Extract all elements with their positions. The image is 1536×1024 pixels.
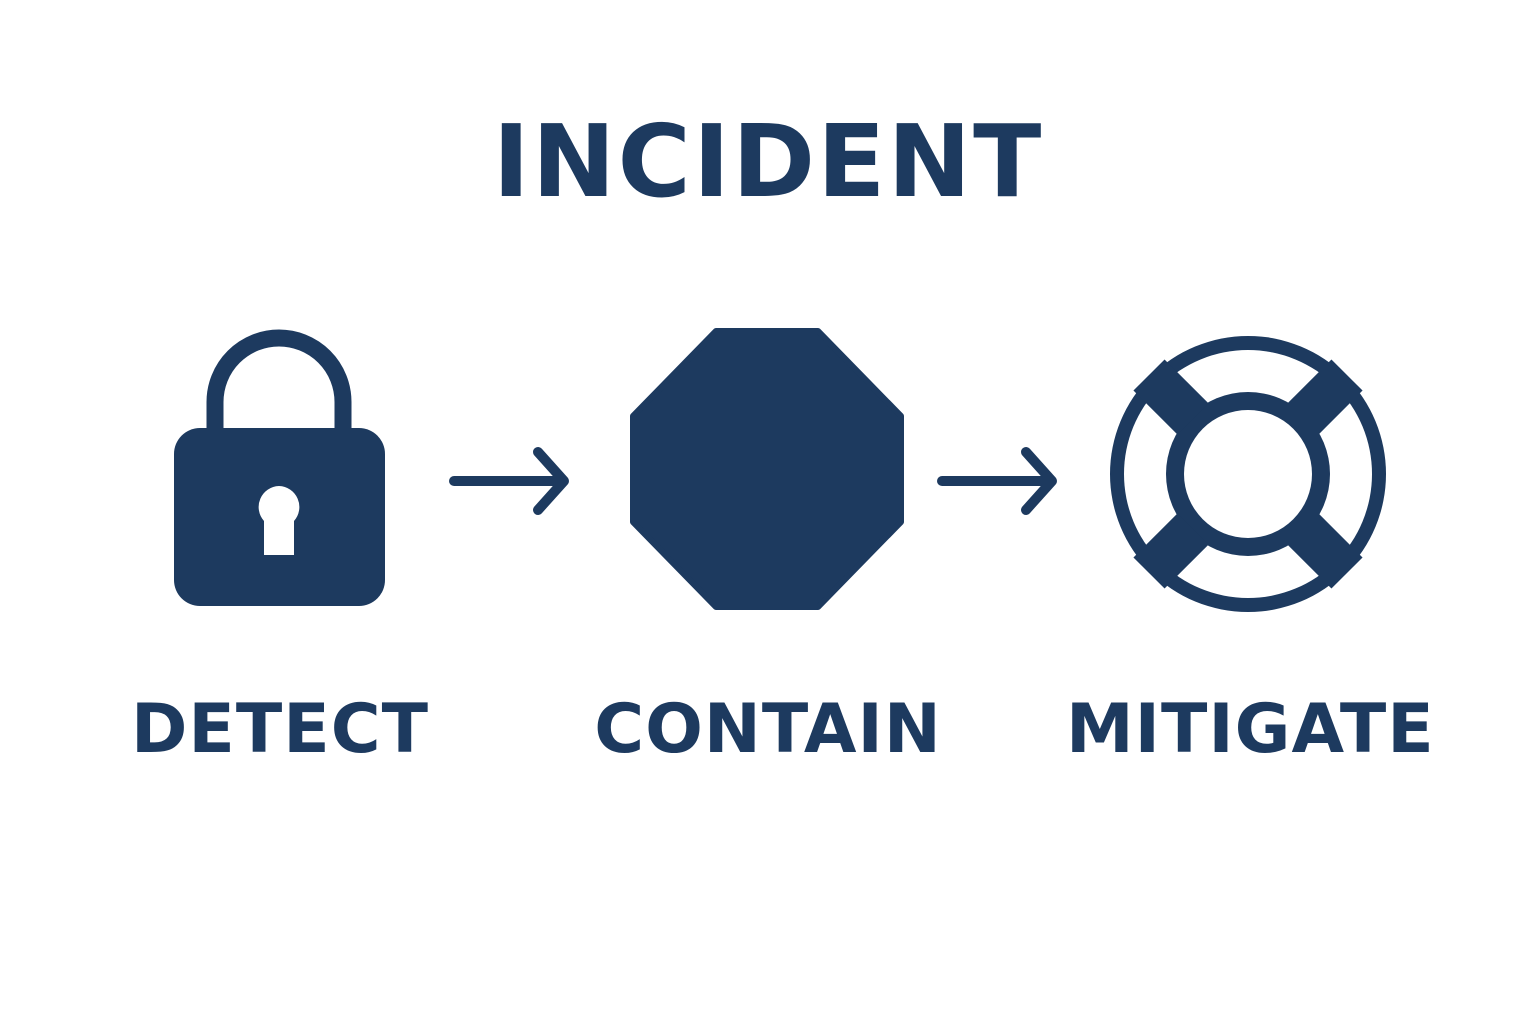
arrow-right-icon <box>936 444 1062 516</box>
padlock-icon <box>172 328 387 608</box>
step-label-detect: DETECT <box>130 690 430 769</box>
arrow-right-icon <box>448 444 574 516</box>
lifebuoy-icon <box>1102 326 1394 622</box>
page-title: INCIDENT <box>492 103 1044 220</box>
step-label-mitigate: MITIGATE <box>1066 690 1435 769</box>
step-label-contain: CONTAIN <box>594 690 942 769</box>
stop-octagon-icon <box>630 328 904 610</box>
